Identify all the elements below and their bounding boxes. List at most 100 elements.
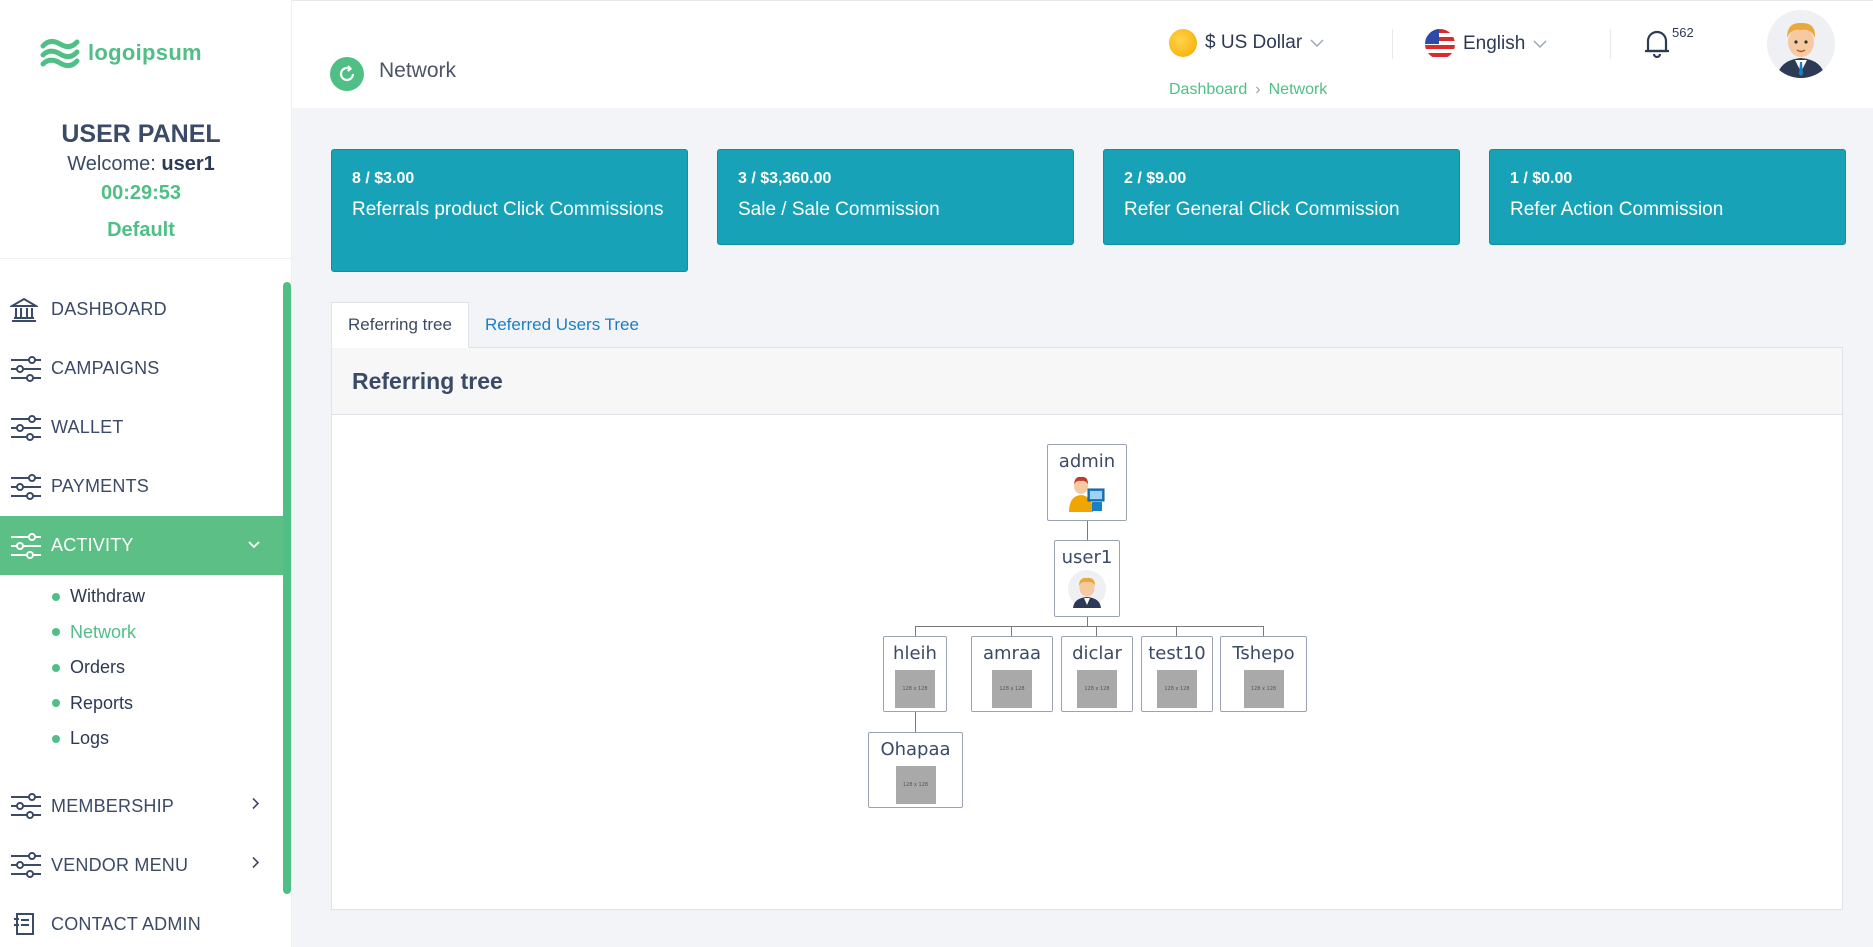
tree-node-admin[interactable]: admin: [1047, 444, 1127, 521]
welcome-username: user1: [161, 153, 215, 175]
bell-icon[interactable]: [1642, 27, 1672, 64]
divider: [0, 258, 291, 259]
submenu-label: Orders: [70, 657, 126, 678]
tree-node-diclar[interactable]: diclar 128 x 128: [1061, 636, 1133, 712]
node-name: test10: [1148, 643, 1206, 664]
placeholder-image: 128 x 128: [1243, 670, 1284, 708]
notification-count: 562: [1672, 25, 1694, 40]
sliders-icon: [10, 792, 42, 820]
placeholder-image: 128 x 128: [992, 670, 1032, 708]
chevron-right-icon: ›: [1255, 81, 1261, 98]
sidebar-item-vendor-menu[interactable]: VENDOR MENU: [0, 836, 283, 895]
avatar[interactable]: [1767, 10, 1835, 78]
node-name: user1: [1061, 547, 1113, 568]
submenu-item-withdraw[interactable]: Withdraw: [52, 579, 283, 615]
tree-node-ohapaa[interactable]: Ohapaa 128 x 128: [868, 732, 963, 808]
submenu-item-reports[interactable]: Reports: [52, 686, 283, 722]
stat-card-referrals: 8 / $3.00 Referrals product Click Commis…: [331, 149, 688, 272]
user-panel-info: USER PANEL Welcome: user1 00:29:53 Defau…: [0, 120, 282, 242]
stat-value: 3 / $3,360.00: [738, 170, 832, 187]
sidebar-nav: DASHBOARD CAMPAIGNS WALLET PAYMENTS ACTI…: [0, 280, 283, 947]
placeholder-label: 128 x 128: [1250, 686, 1277, 692]
placeholder-label: 128 x 128: [902, 686, 928, 692]
sidebar-item-campaigns[interactable]: CAMPAIGNS: [0, 339, 283, 398]
breadcrumb-network: Network: [1268, 81, 1328, 98]
sidebar-item-label: CONTACT ADMIN: [51, 913, 201, 934]
admin-user-icon: [1069, 476, 1105, 512]
tree-node-tshepo[interactable]: Tshepo 128 x 128: [1220, 636, 1307, 712]
sidebar-scrollbar[interactable]: [283, 282, 291, 894]
divider: [1610, 29, 1611, 59]
welcome-prefix: Welcome:: [67, 153, 156, 175]
logo-icon: [40, 38, 80, 69]
node-name: diclar: [1072, 643, 1122, 664]
sidebar-item-membership[interactable]: MEMBERSHIP: [0, 777, 283, 836]
sliders-icon: [10, 851, 42, 879]
node-name: Ohapaa: [880, 739, 951, 760]
stat-value: 2 / $9.00: [1124, 170, 1187, 187]
placeholder-label: 128 x 128: [999, 686, 1025, 692]
breadcrumb-dashboard[interactable]: Dashboard: [1169, 81, 1248, 98]
sidebar-item-label: PAYMENTS: [51, 476, 149, 496]
sidebar-item-payments[interactable]: PAYMENTS: [0, 457, 283, 516]
chevron-right-icon: [251, 856, 261, 875]
bullet-icon: [52, 663, 60, 672]
tree-node-hleih[interactable]: hleih 128 x 128: [883, 636, 947, 712]
sidebar-item-label: ACTIVITY: [51, 535, 134, 555]
placeholder-image: 128 x 128: [895, 670, 935, 708]
sidebar-item-label: VENDOR MENU: [51, 854, 189, 875]
submenu-item-logs[interactable]: Logs: [52, 721, 283, 757]
session-timer: 00:29:53: [100, 182, 182, 204]
node-name: hleih: [893, 643, 937, 664]
sliders-icon: [10, 532, 42, 560]
sidebar-item-activity[interactable]: ACTIVITY: [0, 516, 283, 575]
panel-heading: Referring tree: [332, 348, 1842, 415]
tab-referring-tree[interactable]: Referring tree: [331, 302, 469, 348]
submenu-item-orders[interactable]: Orders: [52, 650, 283, 686]
stat-value: 1 / $0.00: [1510, 170, 1573, 187]
activity-submenu: Withdraw Network Orders Reports Logs: [0, 575, 283, 777]
sliders-icon: [10, 473, 42, 501]
sidebar-item-label: CAMPAIGNS: [51, 358, 160, 378]
chevron-right-icon: [251, 797, 261, 816]
sidebar-item-wallet[interactable]: WALLET: [0, 398, 283, 457]
submenu-label: Logs: [70, 728, 110, 749]
stat-card-refer-general: 2 / $9.00 Refer General Click Commission: [1103, 149, 1460, 245]
refresh-icon: [330, 57, 364, 91]
tree-node-user1[interactable]: user1: [1054, 540, 1120, 617]
brand-logo[interactable]: logoipsum: [40, 36, 202, 70]
sidebar-item-dashboard[interactable]: DASHBOARD: [0, 280, 283, 339]
placeholder-image: 128 x 128: [1077, 670, 1117, 708]
stat-label: Refer Action Commission: [1510, 199, 1724, 220]
coin-icon: [1169, 29, 1197, 57]
plan-label: Default: [107, 219, 175, 241]
brand-name: logoipsum: [88, 40, 202, 65]
placeholder-image: 128 x 128: [1157, 670, 1197, 708]
tree-panel: Referring tree: [331, 347, 1843, 910]
language-selector[interactable]: English: [1425, 29, 1547, 59]
stat-value: 8 / $3.00: [352, 170, 415, 187]
welcome-text: Welcome: user1: [0, 153, 282, 176]
bullet-icon: [52, 628, 60, 637]
tree-node-amraa[interactable]: amraa 128 x 128: [971, 636, 1053, 712]
tree-node-test10[interactable]: test10 128 x 128: [1141, 636, 1213, 712]
sidebar-item-label: DASHBOARD: [51, 299, 167, 319]
sidebar-item-label: MEMBERSHIP: [51, 795, 175, 816]
currency-label: $ US Dollar: [1205, 32, 1303, 53]
currency-selector[interactable]: $ US Dollar: [1169, 29, 1324, 57]
placeholder-image: 128 x 128: [895, 766, 936, 804]
sidebar-item-contact-admin[interactable]: CONTACT ADMIN: [0, 895, 283, 947]
tab-referred-users-tree[interactable]: Referred Users Tree: [484, 315, 639, 334]
chevron-down-icon: [247, 537, 261, 555]
submenu-item-network[interactable]: Network: [52, 615, 283, 651]
page-title: Network: [379, 59, 457, 82]
stat-card-sale: 3 / $3,360.00 Sale / Sale Commission: [717, 149, 1074, 245]
bullet-icon: [52, 734, 60, 743]
node-name: Tshepo: [1232, 643, 1295, 664]
submenu-label: Withdraw: [70, 586, 146, 607]
language-label: English: [1463, 33, 1526, 54]
user-panel-title: USER PANEL: [61, 120, 221, 148]
node-name: admin: [1058, 451, 1116, 472]
bullet-icon: [52, 699, 60, 708]
